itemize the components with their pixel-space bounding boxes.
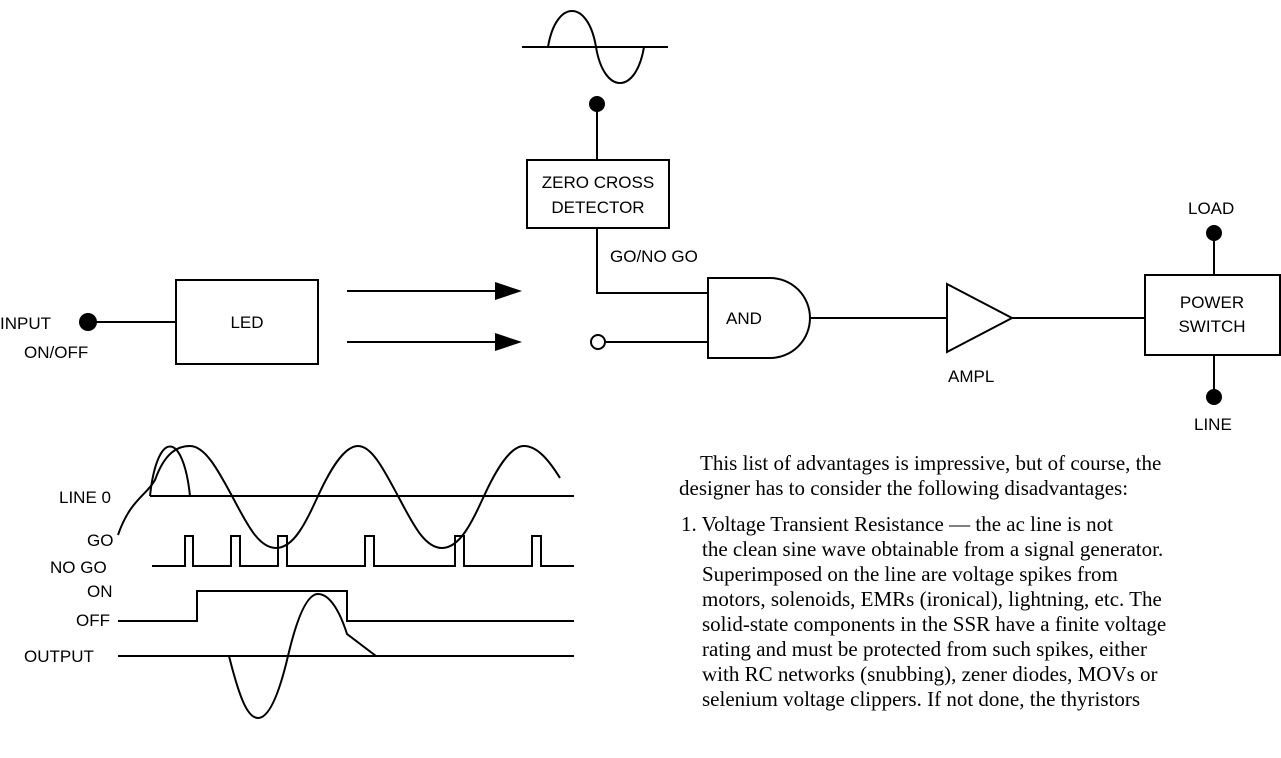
photo-sensor-terminal <box>590 334 606 350</box>
timing-line0-label: LINE 0 <box>59 488 111 507</box>
and-gate-symbol <box>707 277 811 359</box>
input-terminal-dot <box>79 313 97 331</box>
power-switch-label-2: SWITCH <box>1178 317 1245 336</box>
on-off-label: ON/OFF <box>24 343 88 362</box>
timing-on-label: ON <box>87 582 113 601</box>
load-label: LOAD <box>1188 199 1234 218</box>
power-switch-box <box>1144 274 1281 356</box>
sine-terminal-dot <box>589 96 605 112</box>
timing-go-label: GO <box>87 531 113 550</box>
and-label: AND <box>726 309 762 328</box>
light-arrow-2-head <box>495 333 522 351</box>
item1-line-7: with RC networks (snubbing), zener diode… <box>702 662 1158 686</box>
input-label: INPUT <box>0 314 51 333</box>
on-off-trace <box>118 590 574 622</box>
item1-line-6: rating and must be protected from such s… <box>702 637 1147 661</box>
output-wave <box>228 592 377 720</box>
load-terminal-dot <box>1206 225 1222 241</box>
line0-ac-wave <box>117 444 561 550</box>
go-pulse-train <box>152 535 574 567</box>
para-line-2: designer has to consider the following d… <box>679 476 1129 500</box>
para-line-1: This list of advantages is impressive, b… <box>700 451 1162 475</box>
timing-no-go-label: NO GO <box>50 558 107 577</box>
timing-off-label: OFF <box>76 611 110 630</box>
line0-sine-wave <box>149 445 191 497</box>
led-label: LED <box>230 313 263 332</box>
timing-output-label: OUTPUT <box>24 647 94 666</box>
line-sine-wave <box>547 10 645 84</box>
line-label: LINE <box>1194 415 1232 434</box>
item1-line-1: 1. Voltage Transient Resistance — the ac… <box>681 512 1114 536</box>
item1-line-5: solid-state components in the SSR have a… <box>702 612 1167 636</box>
go-no-go-wire <box>596 228 708 294</box>
go-no-go-label: GO/NO GO <box>610 247 698 266</box>
item1-line-3: Superimposed on the line are voltage spi… <box>702 562 1118 586</box>
item1-line-4: motors, solenoids, EMRs (ironical), ligh… <box>702 587 1162 611</box>
zero-cross-label-1: ZERO CROSS <box>542 173 654 192</box>
light-arrow-1-head <box>495 282 522 300</box>
led-box <box>175 279 319 365</box>
line-terminal-dot <box>1206 389 1222 405</box>
item1-line-2: the clean sine wave obtainable from a si… <box>702 537 1164 561</box>
amplifier-symbol <box>946 282 1015 354</box>
item1-line-8: selenium voltage clippers. If not done, … <box>702 687 1140 711</box>
zero-cross-detector-box <box>526 159 670 229</box>
ampl-label: AMPL <box>948 367 994 386</box>
zero-cross-label-2: DETECTOR <box>551 198 644 217</box>
power-switch-label-1: POWER <box>1180 293 1244 312</box>
